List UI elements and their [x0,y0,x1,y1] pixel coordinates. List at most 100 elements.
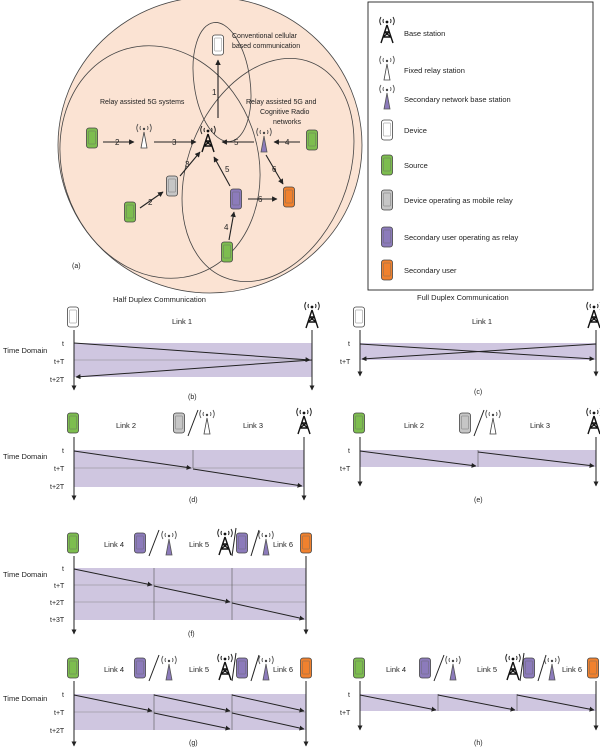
secondary-bs-icon [161,655,177,681]
legend-label: Secondary network base station [404,95,511,104]
transmission-arrow [73,694,153,713]
legend: Base station Fixed relay station Seconda… [367,1,594,291]
transmission-arrow [359,694,437,712]
source-icon [221,241,233,263]
time-domain-label: Time Domain [3,452,47,461]
secondary-user-icon [283,186,295,208]
device-icon [353,306,365,328]
arrow-link-2b [139,191,164,209]
source-icon [86,127,98,149]
source-icon [67,657,79,679]
tick-label: t+T [54,710,65,717]
secondary-relay-icon [134,532,146,554]
base-station-icon [296,407,312,435]
device-icon [67,306,79,328]
panel-caption: (b) [188,394,197,401]
header-full-duplex: Full Duplex Communication [417,293,509,302]
transmission-arrow [516,694,595,712]
link-label: Link 4 [104,540,124,549]
base-station-icon [586,301,600,329]
link-label: Link 2 [116,421,136,430]
panel-f: Link 4 Link 5 Link 6 Time Domain t t+T t… [3,527,312,638]
secondary-user-icon [381,259,393,281]
label-conventional-2: based communication [232,43,300,50]
transmission-arrow [75,359,313,380]
base-station-icon [304,301,320,329]
transmission-arrow [73,342,311,363]
source-icon [124,201,136,223]
secondary-bs-icon [161,530,177,556]
device-icon [381,119,393,141]
secondary-user-icon [300,532,312,554]
arrow-link-6 [265,154,284,185]
label-cr-3: networks [273,119,302,126]
tick-label: t [62,341,64,348]
tick-label: t+3T [50,617,65,624]
panel-caption: (h) [474,740,483,747]
transmission-arrow [437,694,516,712]
source-icon [67,412,79,434]
link-label: Link 1 [172,317,192,326]
arrow-link-4b [228,211,236,241]
secondary-bs-icon [258,530,274,556]
legend-label: Device operating as mobile relay [404,196,513,205]
tick-label: t+T [340,710,351,717]
tick-label: t+2T [50,600,65,607]
link-number: 6 [272,165,277,174]
link-label: Link 1 [472,317,492,326]
arrow-link-3b [179,151,201,177]
legend-label: Source [404,161,428,170]
relay-5g-ellipse [59,45,261,279]
link-label: Link 4 [104,665,124,674]
panel-caption: (c) [474,389,482,396]
tick-label: t+T [340,359,351,366]
link-label: Link 6 [273,665,293,674]
link-label: Link 3 [530,421,550,430]
panel-label-a: (a) [72,263,81,270]
mobile-relay-icon [173,412,185,434]
legend-label: Base station [404,29,445,38]
transmission-arrow [153,585,231,604]
tick-label: t [348,341,350,348]
venn-diagram: Conventional cellular based communicatio… [57,0,363,294]
panel-g: Link 4 Link 5 Link 6 Time Domain t t+T t… [3,652,312,747]
link-number: 4 [224,223,229,232]
secondary-bs-icon [544,655,560,681]
secondary-user-icon [587,657,599,679]
mobile-relay-icon [166,175,178,197]
transmission-arrow [153,712,231,731]
base-station-icon [586,407,600,435]
base-station-icon [505,653,521,681]
link-number: 6 [258,195,263,204]
link-label: Link 2 [404,421,424,430]
secondary-bs-icon [445,655,461,681]
link-label: Link 4 [386,665,406,674]
secondary-relay-icon [381,226,393,248]
mobile-relay-icon [459,412,471,434]
tick-label: t [62,566,64,573]
tick-label: t+2T [50,484,65,491]
link-number: 3 [172,138,177,147]
link-label: Link 6 [562,665,582,674]
legend-label: Device [404,126,427,135]
source-icon [67,532,79,554]
header-half-duplex: Half Duplex Communication [113,295,206,304]
secondary-relay-icon [236,657,248,679]
transmission-arrow [361,343,597,362]
secondary-relay-icon [236,532,248,554]
device-icon [212,34,224,56]
label-relay-5g: Relay assisted 5G systems [100,99,185,106]
secondary-relay-icon [523,657,535,679]
base-station-icon [217,528,233,556]
tick-label: t+2T [50,377,65,384]
panel-caption: (g) [189,740,198,747]
secondary-bs-icon [258,655,274,681]
source-icon [353,412,365,434]
label-cr-2: Cognitive Radio [260,109,310,116]
tick-label: t+T [54,466,65,473]
arrow-link-5b [213,156,231,187]
panel-caption: (e) [474,497,483,504]
link-number: 2 [115,138,120,147]
tick-label: t [62,692,64,699]
source-icon [306,129,318,151]
